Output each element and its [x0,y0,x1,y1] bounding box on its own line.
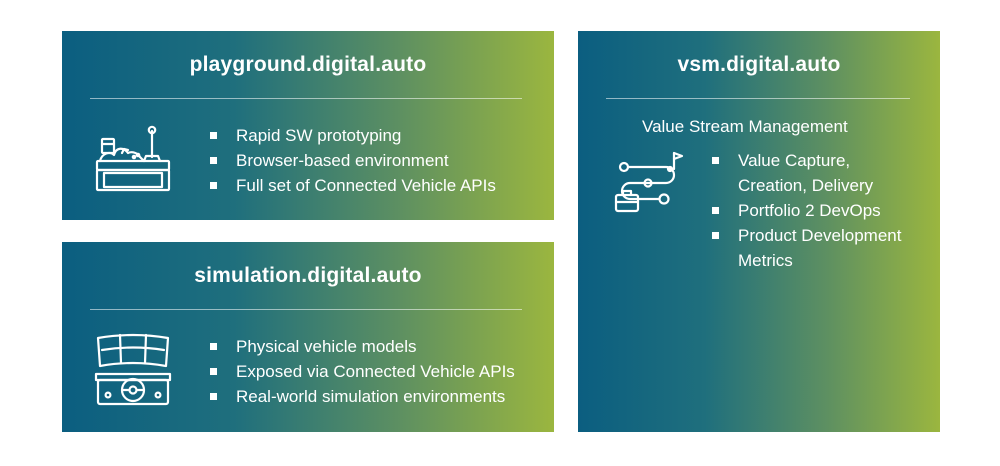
vsm-divider [606,98,910,99]
bullet-text: Value Capture, [738,151,851,170]
list-item: Creation, Delivery [710,173,901,198]
vsm-bullet-list: Value Capture, Creation, Delivery Portfo… [710,148,901,273]
bullet-text: Full set of Connected Vehicle APIs [236,176,496,195]
vsm-title: vsm.digital.auto [677,53,841,76]
list-item: Portfolio 2 DevOps [710,198,901,223]
playground-card: playground.digital.auto Rapid SW prototy… [62,31,554,220]
playground-bullet-list: Rapid SW prototyping Browser-based envir… [208,123,496,198]
list-item: Real-world simulation environments [208,384,515,409]
bullet-text: Portfolio 2 DevOps [738,201,881,220]
roadmap-path-icon [614,151,684,213]
vsm-subtitle: Value Stream Management [642,117,848,136]
list-item: Product Development [710,223,901,248]
bullet-text: Real-world simulation environments [236,387,506,406]
bullet-text: Product Development [738,226,902,245]
driving-simulator-icon [94,333,172,406]
list-item: Exposed via Connected Vehicle APIs [208,359,515,384]
list-item: Full set of Connected Vehicle APIs [208,173,496,198]
workbench-icon [95,125,171,192]
vsm-card: vsm.digital.auto Value Stream Management… [578,31,940,432]
simulation-title: simulation.digital.auto [194,264,422,287]
simulation-bullet-list: Physical vehicle models Exposed via Conn… [208,334,515,409]
bullet-text: Metrics [738,251,793,270]
bullet-text: Exposed via Connected Vehicle APIs [236,362,515,381]
list-item: Value Capture, [710,148,901,173]
bullet-text: Browser-based environment [236,151,449,170]
list-item: Metrics [710,248,901,273]
bullet-text: Physical vehicle models [236,337,417,356]
playground-divider [90,98,522,99]
playground-title: playground.digital.auto [189,53,427,76]
simulation-card: simulation.digital.auto Physical vehicle… [62,242,554,432]
simulation-divider [90,309,522,310]
list-item: Rapid SW prototyping [208,123,496,148]
bullet-text: Rapid SW prototyping [236,126,402,145]
list-item: Browser-based environment [208,148,496,173]
list-item: Physical vehicle models [208,334,515,359]
bullet-text: Creation, Delivery [738,176,874,195]
